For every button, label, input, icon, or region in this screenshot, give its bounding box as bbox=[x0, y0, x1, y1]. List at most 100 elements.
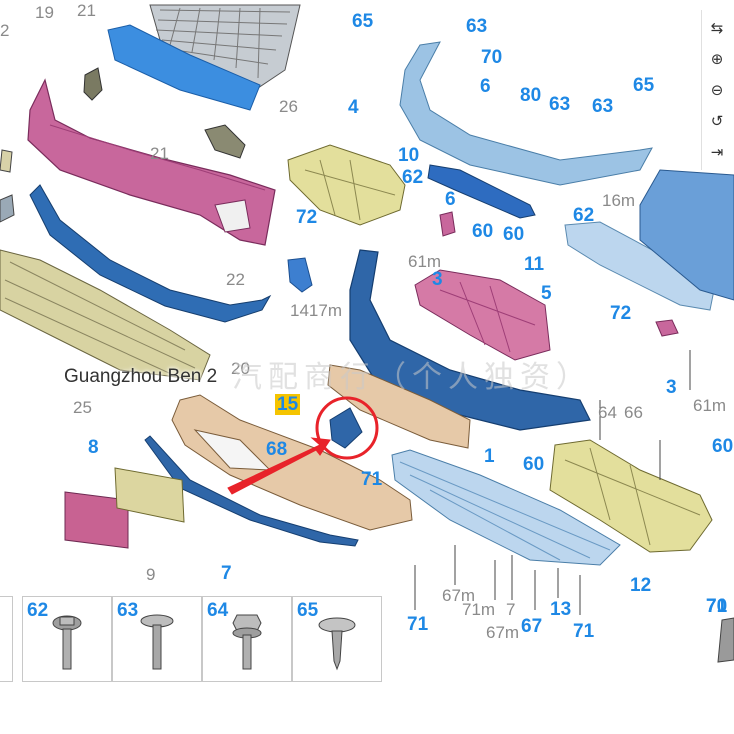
part-label-62[interactable]: 62 bbox=[573, 205, 595, 226]
part-label-19[interactable]: 19 bbox=[35, 3, 54, 22]
fastener-box-65[interactable]: 65 bbox=[292, 596, 382, 682]
part-label-7[interactable]: 7 bbox=[506, 600, 516, 619]
part-label-13[interactable]: 13 bbox=[550, 599, 572, 620]
part-label-60[interactable]: 60 bbox=[712, 436, 734, 457]
part-label-25[interactable]: 25 bbox=[73, 398, 92, 417]
part-label-67[interactable]: 67 bbox=[521, 616, 543, 637]
side-part-left-b[interactable] bbox=[0, 149, 13, 173]
part-label-4[interactable]: 4 bbox=[348, 97, 359, 118]
part-label-7[interactable]: 7 bbox=[221, 563, 232, 584]
side-part-left-a[interactable] bbox=[0, 194, 15, 223]
part-label-70[interactable]: 70 bbox=[706, 596, 728, 617]
part-label-62[interactable]: 62 bbox=[402, 167, 424, 188]
upper-trim-10[interactable] bbox=[399, 41, 653, 186]
part-label-10[interactable]: 10 bbox=[398, 145, 420, 166]
part-label-12[interactable]: 12 bbox=[630, 575, 652, 596]
zoom-in-icon[interactable]: ⊕ bbox=[710, 50, 724, 68]
watermark-chinese: 汽配商行（个人独资） bbox=[232, 360, 592, 395]
part-label-9[interactable]: 9 bbox=[146, 565, 156, 584]
beam-16m[interactable] bbox=[564, 221, 716, 311]
fastener-box-62[interactable]: 62 bbox=[22, 596, 112, 682]
part-label-2[interactable]: 2 bbox=[0, 21, 10, 40]
reset-icon[interactable]: ↺ bbox=[710, 112, 724, 130]
part-label-64[interactable]: 64 bbox=[598, 403, 617, 422]
hex-bolt-icon bbox=[232, 614, 262, 670]
bracket-1417m[interactable] bbox=[327, 364, 471, 449]
diagram-toolbar: ⇆ ⊕ ⊖ ↺ ⇥ bbox=[701, 10, 732, 170]
part-label-3[interactable]: 3 bbox=[666, 377, 677, 398]
fastener-box-63[interactable]: 63 bbox=[112, 596, 202, 682]
part-label-63[interactable]: 63 bbox=[466, 16, 488, 37]
part-label-22[interactable]: 22 bbox=[226, 270, 245, 289]
part-label-61m[interactable]: 61m bbox=[408, 252, 442, 271]
bolt-icon bbox=[52, 615, 82, 670]
part-label-1417m[interactable]: 1417m bbox=[290, 301, 342, 320]
part-label-70[interactable]: 70 bbox=[481, 47, 503, 68]
part-label-3[interactable]: 3 bbox=[432, 269, 443, 290]
bumper-cover-19[interactable] bbox=[27, 78, 276, 246]
strip-7[interactable] bbox=[144, 435, 359, 547]
fastener-box-64[interactable]: 64 bbox=[202, 596, 292, 682]
part-label-60[interactable]: 60 bbox=[503, 224, 525, 245]
screw-icon bbox=[140, 614, 174, 670]
part-label-21[interactable]: 21 bbox=[150, 144, 169, 163]
leader-lines bbox=[414, 350, 691, 615]
clip-22[interactable] bbox=[287, 257, 313, 293]
part-label-6[interactable]: 6 bbox=[445, 189, 456, 210]
part-label-65[interactable]: 65 bbox=[352, 11, 374, 32]
part-label-11[interactable]: 11 bbox=[524, 254, 545, 275]
plate-9[interactable] bbox=[114, 467, 185, 523]
part-label-71[interactable]: 71 bbox=[361, 469, 383, 490]
bracket-12[interactable] bbox=[549, 439, 713, 553]
part-label-26[interactable]: 26 bbox=[279, 97, 298, 116]
part-label-60[interactable]: 60 bbox=[523, 454, 545, 475]
part-label-68[interactable]: 68 bbox=[266, 439, 288, 460]
part-label-71[interactable]: 71 bbox=[573, 621, 595, 642]
plate-8[interactable] bbox=[64, 491, 129, 549]
part-label-71[interactable]: 71 bbox=[407, 614, 429, 635]
fit-icon[interactable]: ⇥ bbox=[710, 143, 724, 161]
fastener-box-partial bbox=[0, 596, 13, 682]
clip-61m[interactable] bbox=[439, 211, 456, 237]
lower-lip-20[interactable] bbox=[29, 184, 272, 323]
bracket-3[interactable] bbox=[414, 269, 551, 361]
part-label-63[interactable]: 63 bbox=[549, 94, 571, 115]
part-label-6[interactable]: 6 bbox=[480, 76, 491, 97]
part-15[interactable] bbox=[329, 407, 363, 449]
fastener-70-partial[interactable] bbox=[717, 617, 734, 663]
part-label-72[interactable]: 72 bbox=[610, 303, 632, 324]
part-label-20[interactable]: 20 bbox=[231, 359, 250, 378]
part-label-15[interactable]: 15 bbox=[275, 394, 301, 415]
fastener-label-62: 62 bbox=[27, 600, 49, 621]
part-label-1[interactable]: 1 bbox=[484, 446, 495, 467]
zoom-out-icon[interactable]: ⊖ bbox=[710, 81, 724, 99]
part-label-71[interactable]: 71 bbox=[706, 596, 728, 617]
part-label-67m[interactable]: 67m bbox=[486, 623, 520, 642]
part-label-21[interactable]: 21 bbox=[77, 1, 96, 20]
part-label-5[interactable]: 5 bbox=[541, 283, 552, 304]
part-label-60[interactable]: 60 bbox=[472, 221, 494, 242]
swap-icon[interactable]: ⇆ bbox=[710, 19, 724, 37]
part-label-71m[interactable]: 71m bbox=[462, 600, 496, 619]
reinforcement-bar-6[interactable] bbox=[427, 164, 536, 219]
part-label-61m[interactable]: 61m bbox=[693, 396, 727, 415]
part-label-80[interactable]: 80 bbox=[520, 85, 542, 106]
part-label-67m[interactable]: 67m bbox=[442, 586, 476, 605]
part-label-72[interactable]: 72 bbox=[296, 207, 318, 228]
bracket-21-top[interactable] bbox=[83, 67, 103, 101]
bracket-21-mid[interactable] bbox=[204, 124, 246, 159]
upper-absorber[interactable] bbox=[107, 24, 261, 111]
radiator-grille-26[interactable] bbox=[149, 4, 301, 91]
part-label-16m[interactable]: 16m bbox=[602, 191, 636, 210]
grille-13[interactable] bbox=[391, 449, 621, 566]
fastener-label-64: 64 bbox=[207, 600, 229, 621]
bracket-4[interactable] bbox=[287, 144, 406, 226]
part-label-66[interactable]: 66 bbox=[624, 403, 643, 422]
lower-grille-25[interactable] bbox=[0, 249, 211, 381]
absorber-right[interactable] bbox=[639, 169, 734, 301]
clip-3-right[interactable] bbox=[655, 319, 679, 337]
bumper-1[interactable] bbox=[349, 249, 591, 431]
part-label-65[interactable]: 65 bbox=[633, 75, 655, 96]
part-label-8[interactable]: 8 bbox=[88, 437, 99, 458]
part-label-63[interactable]: 63 bbox=[592, 96, 614, 117]
